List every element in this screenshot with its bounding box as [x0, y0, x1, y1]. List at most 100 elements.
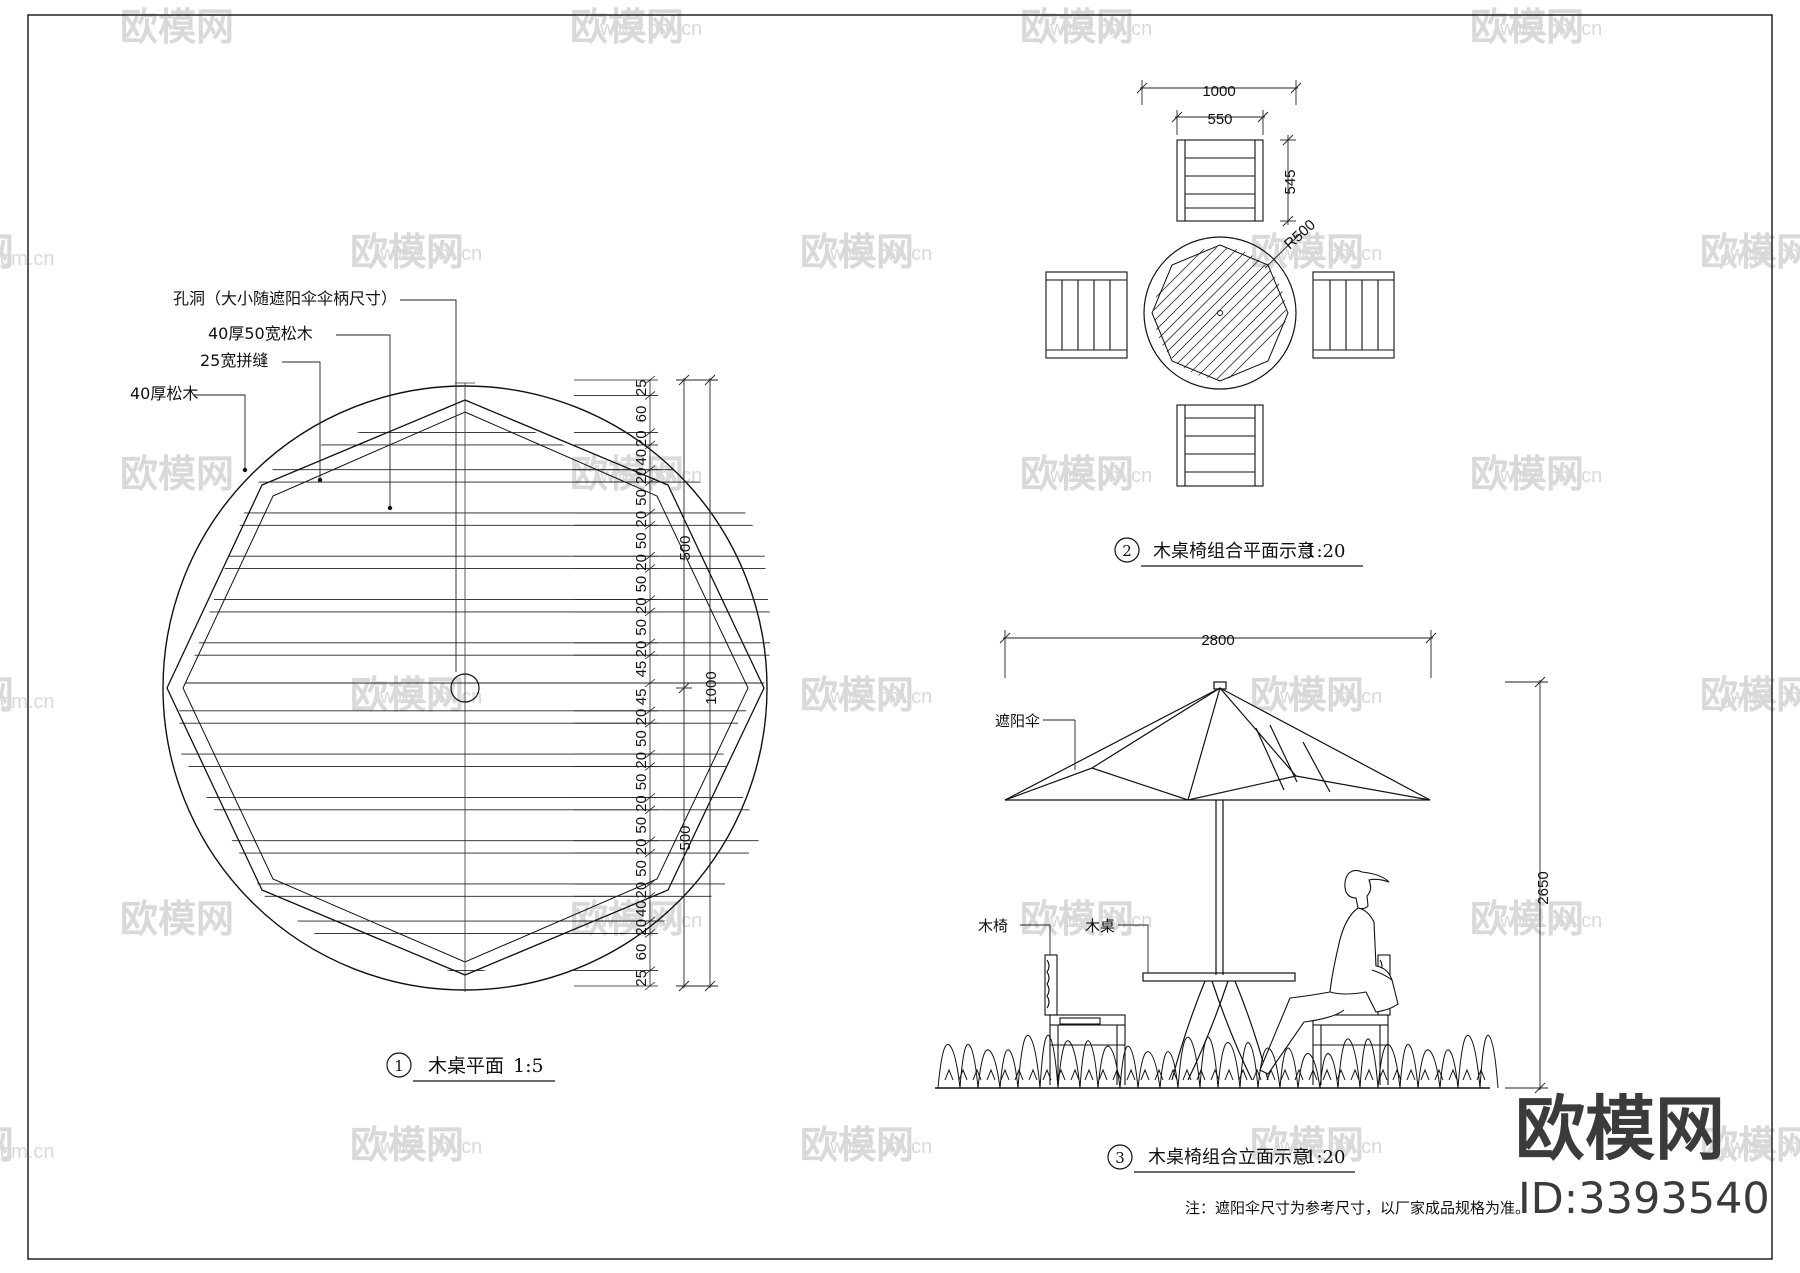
watermark-brand: 欧模网	[570, 454, 684, 496]
note: 注：遮阳伞尺寸为参考尺寸，以厂家成品规格为准。	[1185, 1199, 1530, 1217]
dim-segment: 25	[633, 379, 650, 396]
dim-total: 1000	[703, 671, 720, 704]
title-3-index: 3	[1115, 1149, 1125, 1167]
label-gap: 25宽拼缝	[200, 351, 268, 370]
dimension-overall	[676, 374, 718, 992]
watermark-site: www.om.cn	[829, 686, 932, 708]
dim-segment: 45	[633, 661, 650, 678]
dim-segment: 50	[633, 774, 650, 791]
watermark-brand: 欧模网	[1020, 454, 1134, 496]
label-chair: 木椅	[978, 917, 1008, 935]
watermark-site: www.om.cn	[1499, 910, 1602, 932]
label-slat: 40厚50宽松木	[208, 324, 313, 343]
dim-segment: 50	[633, 619, 650, 636]
watermark-site: www.om.cn	[379, 243, 482, 265]
dim-segment: 45	[633, 689, 650, 706]
dim-segment: 50	[633, 817, 650, 834]
dim-segment: 60	[633, 944, 650, 961]
label-table: 木桌	[1085, 917, 1115, 935]
watermark-brand: 欧模网	[120, 7, 234, 49]
chair-left	[1045, 271, 1128, 359]
dim-segment: 60	[633, 406, 650, 423]
title-2-scale: 1:20	[1305, 541, 1345, 562]
watermark-brand: 欧模网	[1020, 7, 1134, 49]
watermark-brand: 欧模网	[800, 232, 914, 274]
dim-segment: 20	[633, 919, 650, 936]
dim-segment: 50	[633, 576, 650, 593]
drawing-combination-plan: 1000 550 545 R500	[1045, 80, 1395, 567]
watermark-site: www.om.cn	[1279, 686, 1382, 708]
watermark-site: www.om.cn	[379, 1136, 482, 1158]
dim-segment: 25	[633, 970, 650, 987]
brand-id: ID:3393540	[1518, 1174, 1770, 1224]
title-1-scale: 1:5	[513, 1055, 544, 1077]
dim-segment: 40	[633, 449, 650, 466]
dim-segment: 50	[633, 730, 650, 747]
watermark-site: www.om.cn	[1049, 910, 1152, 932]
watermark-brand: 欧模网	[1020, 899, 1134, 941]
watermark-site: www.om.cn	[599, 18, 702, 40]
dimension-chain: 25 60 20 40 20 50 20 50 20 50 20 50 20 45 45 20 50 20 50 20…	[574, 375, 658, 991]
umbrella	[1004, 681, 1431, 975]
dim-segment: 20	[633, 839, 650, 856]
dim-segment: 20	[633, 511, 650, 528]
title-3-scale: 1:20	[1305, 1147, 1345, 1168]
dim-segment: 20	[633, 752, 650, 769]
watermark-brand: 欧模网	[120, 899, 234, 941]
watermark-site-short: om.cn	[1720, 691, 1774, 713]
dim-segment: 20	[633, 709, 650, 726]
watermark-site-short: om.cn	[1720, 1141, 1774, 1163]
watermark-brand: 欧模网	[1470, 7, 1584, 49]
watermark-brand: 欧模网	[1700, 232, 1800, 274]
watermark-brand: 欧模网	[800, 675, 914, 717]
watermark-site: www.om.cn	[1729, 686, 1800, 708]
watermark-brand: 欧模网	[1470, 899, 1584, 941]
watermark-site: www.om.cn	[1729, 243, 1800, 265]
dim-segment: 20	[633, 597, 650, 614]
watermark-brand: 欧模网	[0, 675, 14, 717]
title-1-index: 1	[394, 1057, 404, 1075]
dim-span: 2800	[1201, 632, 1234, 649]
round-table-inner	[1151, 244, 1289, 382]
watermark-brand: 欧模网	[570, 899, 684, 941]
label-hole: 孔洞（大小随遮阳伞伞柄尺寸）	[173, 289, 397, 308]
chair-top	[1176, 139, 1264, 222]
watermark-site: www.om.cn	[379, 686, 482, 708]
title-2: 木桌椅组合平面示意	[1153, 541, 1315, 562]
watermark-brand: 欧模网	[350, 1125, 464, 1167]
title-3: 木桌椅组合立面示意	[1148, 1147, 1310, 1168]
dim-segment: 40	[633, 900, 650, 917]
watermark-site: www.om.cn	[1499, 18, 1602, 40]
dim-segment: 20	[633, 641, 650, 658]
dim-half-top: 500	[677, 535, 694, 560]
shrub-row	[937, 1034, 1499, 1089]
watermark-brand: 欧模网	[1470, 454, 1584, 496]
watermark-brand: 欧模网	[350, 232, 464, 274]
watermark-brand: 欧模网	[350, 675, 464, 717]
dim-segment: 20	[633, 795, 650, 812]
watermark-brand: 欧模网	[570, 7, 684, 49]
watermark-brand: 欧模网	[0, 1125, 14, 1167]
dim-chair-depth: 545	[1282, 169, 1299, 194]
watermark-site-short: om.cn	[0, 691, 54, 713]
watermark-brand: 欧模网	[800, 1125, 914, 1167]
dim-segment: 50	[633, 860, 650, 877]
dim-segment: 20	[633, 468, 650, 485]
watermark-site: www.om.cn	[1049, 18, 1152, 40]
dim-chair-width: 550	[1207, 111, 1232, 128]
watermark-site: www.om.cn	[1279, 1136, 1382, 1158]
watermark-site-short: om.cn	[0, 1141, 54, 1163]
round-table-top	[1143, 236, 1297, 390]
title-1: 木桌平面	[428, 1055, 504, 1077]
watermark-brand: 欧模网	[1700, 675, 1800, 717]
brand-logo: 欧模网	[1515, 1088, 1725, 1170]
watermark-site: www.om.cn	[1279, 243, 1382, 265]
label-umbrella: 遮阳伞	[995, 712, 1040, 730]
label-border: 40厚松木	[130, 384, 198, 403]
dim-half-bottom: 500	[677, 825, 694, 850]
dim-segment: 20	[633, 554, 650, 571]
watermark-site: www.om.cn	[829, 1136, 932, 1158]
drawing-elevation: 2800 2650 遮阳伞	[935, 630, 1552, 1173]
